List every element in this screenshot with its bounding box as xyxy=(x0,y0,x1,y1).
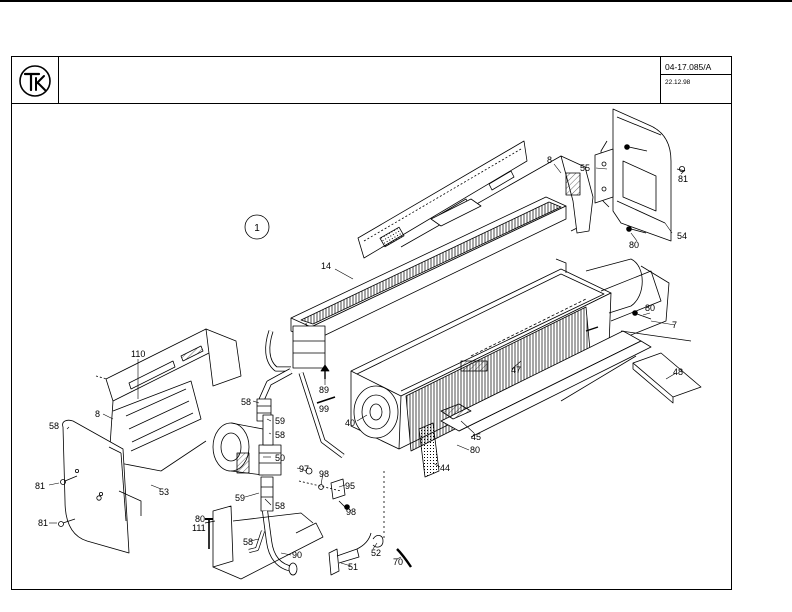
screw-111 xyxy=(205,518,213,549)
part-label: 81 xyxy=(38,518,48,528)
drawing-sheet: 04-17.085/A 22.12.98 xyxy=(11,56,732,590)
heat-exchanger xyxy=(290,196,567,369)
part-label: 110 xyxy=(131,349,145,359)
part-label: 81 xyxy=(35,481,45,491)
part-labels: 8 55 81 54 80 14 80 7 110 89 47 48 99 40… xyxy=(35,155,688,572)
part-label: 97 xyxy=(299,464,309,474)
mounting-bracket xyxy=(594,148,657,212)
part-label: 58 xyxy=(241,397,251,407)
part-label: 59 xyxy=(235,493,245,503)
part-label: 80 xyxy=(645,303,655,313)
part-label: 98 xyxy=(346,507,356,517)
screws-left xyxy=(58,468,104,527)
part-label: 80 xyxy=(629,240,639,250)
tk-logo-icon xyxy=(19,65,51,97)
part-label: 14 xyxy=(321,261,331,271)
part-label: 55 xyxy=(580,163,590,173)
part-label: 40 xyxy=(345,418,355,428)
valve-pipes xyxy=(248,414,298,576)
part-label: 8 xyxy=(547,155,552,165)
part-label: 111 xyxy=(192,523,206,533)
part-label: 89 xyxy=(319,385,329,395)
part-label: 95 xyxy=(345,481,355,491)
rear-panel-left xyxy=(95,328,242,472)
part-label: 44 xyxy=(440,463,450,473)
part-label: 58 xyxy=(243,537,253,547)
part-label: 7 xyxy=(672,320,677,330)
part-label: 90 xyxy=(292,550,302,560)
part-label: 53 xyxy=(159,487,169,497)
logo-cell xyxy=(12,57,59,103)
part-label: 59 xyxy=(275,416,285,426)
leader-lines xyxy=(48,163,686,567)
title-block: 04-17.085/A 22.12.98 xyxy=(12,57,731,104)
top-rule xyxy=(0,0,792,2)
base-bracket xyxy=(204,505,324,580)
view-marker-circle xyxy=(244,214,270,240)
part-label: 80 xyxy=(195,514,205,524)
part-label: 99 xyxy=(319,404,329,414)
part-label: 58 xyxy=(275,501,285,511)
part-label: 58 xyxy=(275,430,285,440)
drawing-date: 22.12.98 xyxy=(665,79,691,86)
part-label: 51 xyxy=(348,562,358,572)
reference-cell: 04-17.085/A 22.12.98 xyxy=(660,57,731,103)
part-label: 8 xyxy=(95,409,100,419)
part-label: 70 xyxy=(393,557,403,567)
pump-motor xyxy=(212,422,282,476)
part-label: 45 xyxy=(471,432,481,442)
part-label: 80 xyxy=(470,445,480,455)
part-label: 52 xyxy=(371,548,381,558)
connecting-pipes xyxy=(256,330,345,458)
electrical-parts xyxy=(328,471,412,576)
rear-panel-top xyxy=(357,140,594,259)
part-label: 81 xyxy=(678,174,688,184)
direction-arrows xyxy=(316,326,599,404)
filter-strip xyxy=(632,352,702,404)
view-marker: 1 xyxy=(254,223,260,234)
drawing-number: 04-17.085/A xyxy=(665,62,712,72)
reference-divider xyxy=(661,74,731,75)
part-label: 50 xyxy=(275,453,285,463)
side-panel-left xyxy=(62,419,142,554)
exploded-parts-drawing: 1 8 55 81 54 80 14 80 7 110 89 47 48 99 … xyxy=(12,104,731,589)
screws-right xyxy=(624,144,686,320)
part-label: 98 xyxy=(319,469,329,479)
part-label: 58 xyxy=(49,421,59,431)
part-label: 48 xyxy=(673,367,683,377)
front-plinth xyxy=(440,330,692,438)
part-label: 47 xyxy=(511,365,521,375)
part-label: 54 xyxy=(677,231,687,241)
exploded-view: 1 8 55 81 54 80 14 80 7 110 89 47 48 99 … xyxy=(35,108,702,580)
